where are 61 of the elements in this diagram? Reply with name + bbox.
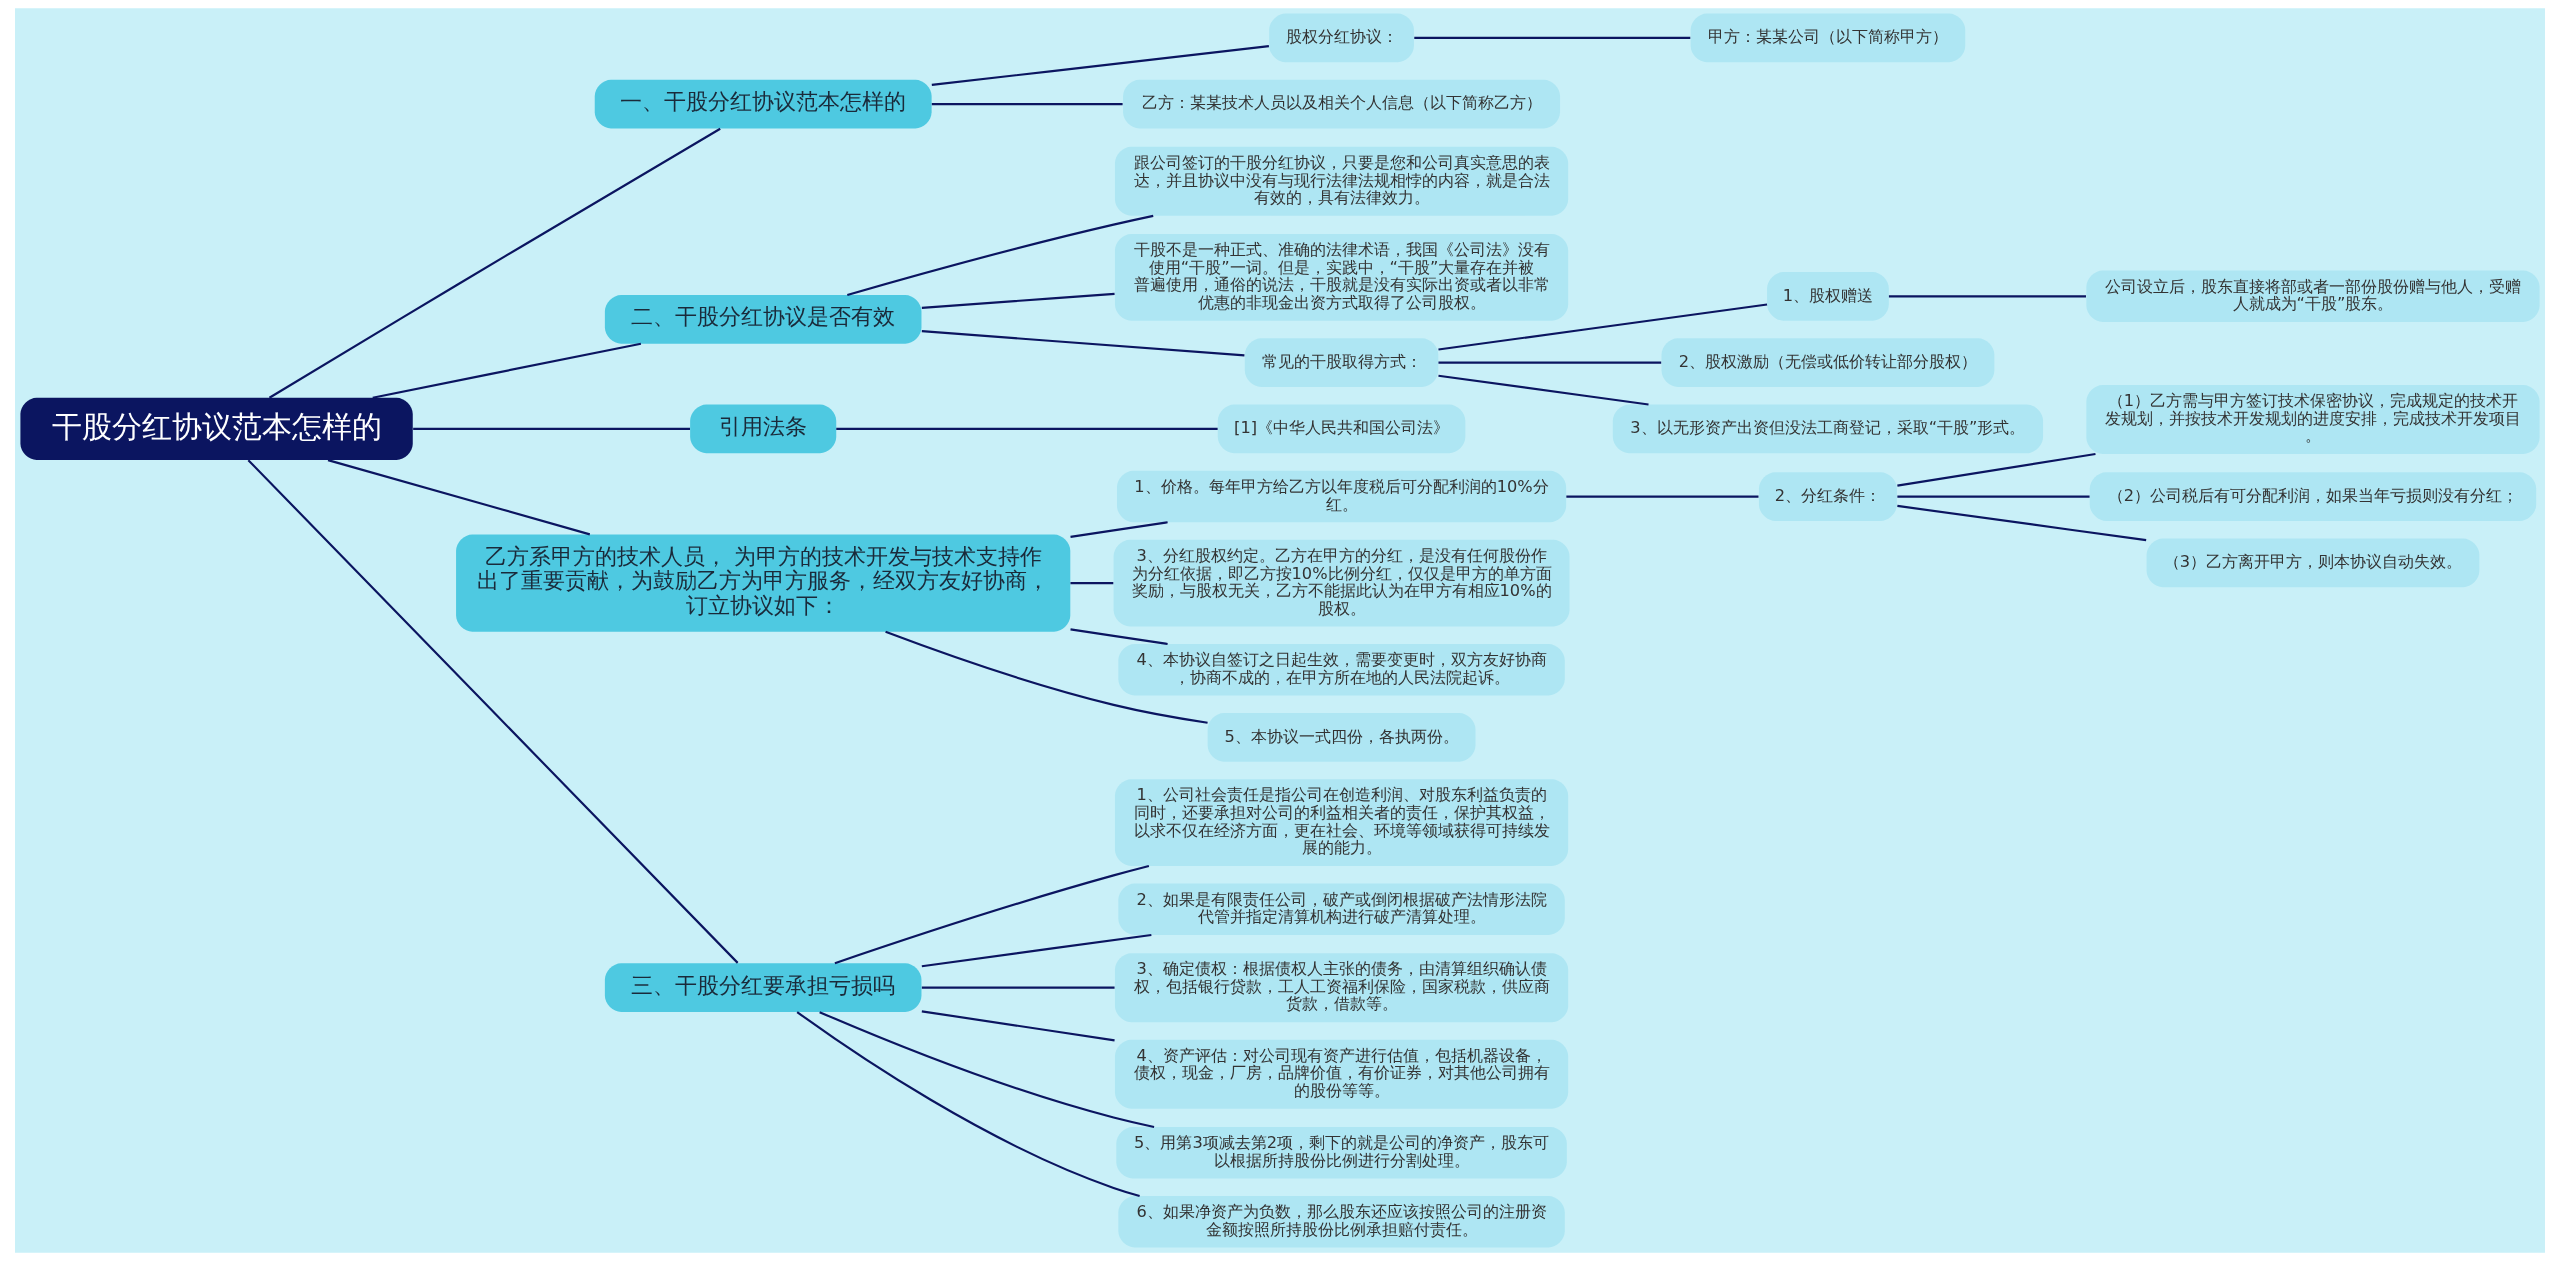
node-box: 股权分红协议： [1269, 13, 1414, 63]
connector [834, 864, 1150, 965]
connector [1566, 495, 1759, 498]
node-box: 干股不是一种正式、准确的法律术语，我国《公司法》没有使用“干股”一词。但是，实践中，“干股”大量存在并被普遍使用，通俗的说法，干股就是没有实际出资或者以非常优惠的非现金出资方式取得了公司股权。 [1114, 234, 1569, 321]
connector [1897, 452, 2096, 487]
node-box: （2）公司税后有可分配利润，如果当年亏损则没有分红； [2089, 472, 2537, 521]
connector [921, 292, 1115, 309]
node-box: 二、干股分红协议是否有效 [604, 294, 922, 344]
connector [1888, 295, 2086, 298]
connector [921, 330, 1245, 357]
connector [372, 342, 642, 399]
node-box: 6、如果净资产为负数，那么股东还应该按照公司的注册资金额按照所持股份比例承担赔付责任。 [1118, 1196, 1565, 1248]
connector [931, 103, 1123, 106]
connector [1897, 504, 2147, 542]
node-box: 5、用第3项减去第2项，剩下的就是公司的净资产，股东可以根据所持股份比例进行分割处理。 [1116, 1127, 1567, 1179]
node-box: 2、如果是有限责任公司，破产或倒闭根据破产法情形法院代管并指定清算机构进行破产清算处理。 [1118, 883, 1565, 935]
connector [1070, 582, 1114, 585]
node-box: 三、干股分红要承担亏损吗 [604, 963, 922, 1013]
connector [819, 1011, 1155, 1128]
node-box: （1）乙方需与甲方签订技术保密协议，完成规定的技术开发规划，并按技术开发规划的进度安排，完成技术开发项目。 [2086, 384, 2540, 454]
connector [836, 427, 1218, 430]
connector [413, 427, 690, 430]
node-box: 乙方系甲方的技术人员， 为甲方的技术开发与技术支持作出了重要贡献，为鼓励乙方为甲方服务，经双方友好协商，订立协议如下： [456, 534, 1071, 632]
node-box: 1、公司社会责任是指公司在创造利润、对股东利益负责的同时，还要承担对公司的利益相关者的责任，保护其权益，以求不仅在经济方面，更在社会、环境等领域获得可持续发展的能力。 [1114, 779, 1569, 866]
node-box: 3、分红股权约定。乙方在甲方的分红，是没有任何股份作为分红依据，即乙方按10%比例分红，仅仅是甲方的单方面奖励，与股权无关，乙方不能据此认为在甲方有相应10%的股权。 [1113, 539, 1570, 627]
node-box: 2、股权激励（无偿或低价转让部分股权） [1661, 338, 1995, 387]
connector [247, 459, 739, 964]
node-box: 1、股权赠送 [1767, 271, 1889, 321]
node-box: 1、价格。每年甲方给乙方以年度税后可分配利润的10%分红。 [1116, 470, 1567, 523]
connector [1070, 521, 1168, 538]
node-box: 跟公司签订的干股分红协议，只要是您和公司真实意思的表达，并且协议中没有与现行法律法规相悖的内容，就是合法有效的，具有法律效力。 [1114, 146, 1569, 216]
connector [796, 1011, 1140, 1198]
connector [268, 127, 721, 399]
connector [1897, 495, 2090, 498]
connector [1438, 374, 1649, 406]
connector [921, 933, 1152, 968]
node-box: （3）乙方离开甲方，则本协议自动失效。 [2146, 538, 2480, 588]
connector [847, 214, 1154, 296]
node-box: 乙方：某某技术人员以及相关个人信息（以下简称乙方） [1123, 79, 1561, 129]
connector [327, 459, 591, 536]
connector [1438, 303, 1768, 351]
node-box: 2、分红条件： [1758, 472, 1897, 521]
node-box: 3、确定债权：根据债权人主张的债务，由清算组织确认债权，包括银行贷款，工人工资福利保险，国家税款，供应商货款，借款等。 [1114, 953, 1569, 1023]
connector [1414, 36, 1691, 39]
node-box: 干股分红协议范本怎样的 [20, 397, 413, 461]
connector [885, 630, 1208, 724]
node-box: 公司设立后，股东直接将部或者一部份股份赠与他人，受赠人就成为“干股”股东。 [2086, 270, 2540, 323]
connector [921, 986, 1115, 989]
node-box: 甲方：某某公司（以下简称甲方） [1690, 13, 1966, 63]
node-box: 一、干股分红协议范本怎样的 [594, 79, 932, 129]
node-box: 常见的干股取得方式： [1244, 338, 1439, 387]
node-box: 引用法条 [690, 404, 837, 454]
node-box: 5、本协议一式四份，各执两份。 [1207, 713, 1476, 762]
connector [1438, 361, 1662, 364]
connector [1070, 628, 1168, 646]
node-box: 4、本协议自签订之日起生效，需要变更时，双方友好协商，协商不成的，在甲方所在地的人民法院起诉。 [1118, 644, 1565, 696]
node-box: [1]《中华人民共和国公司法》 [1217, 404, 1466, 454]
node-box: 4、资产评估：对公司现有资产进行估值，包括机器设备，债权，现金，厂房，品牌价值，有价证券，对其他公司拥有的股份等等。 [1114, 1039, 1569, 1109]
connector [931, 45, 1269, 86]
node-box: 3、以无形资产出资但没法工商登记，采取“干股”形式。 [1612, 404, 2044, 454]
connector [921, 1010, 1115, 1042]
